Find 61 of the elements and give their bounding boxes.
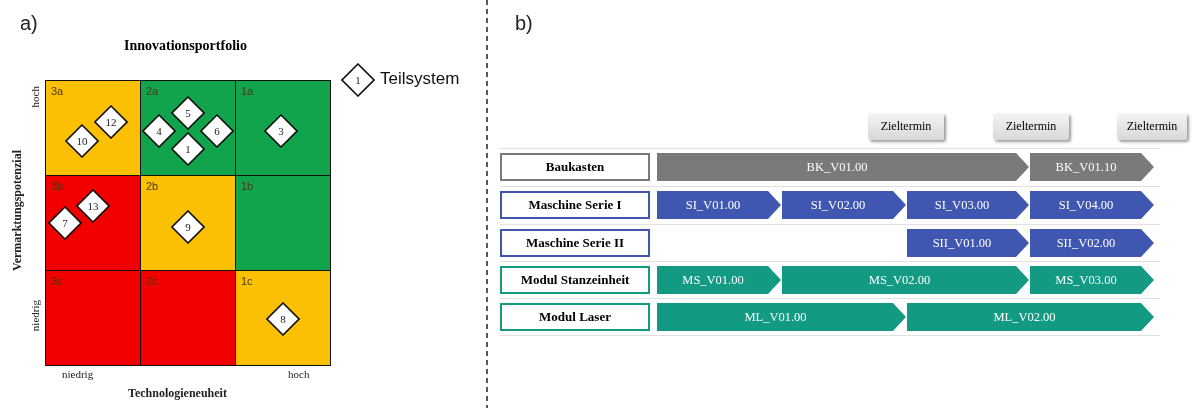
version-bar: BK_V01.10 [1030, 153, 1154, 181]
cell-code: 3b [51, 180, 64, 192]
panel-letter: b) [515, 12, 533, 35]
version-bar: SI_V04.00 [1030, 191, 1154, 219]
axis-label: niedrig [29, 300, 41, 332]
numbered-diamond: 1 [341, 63, 375, 97]
version-bar: SII_V01.00 [907, 229, 1029, 257]
version-bar: MS_V02.00 [782, 266, 1029, 294]
axis-label: Technologieneuheit [128, 386, 227, 401]
numbered-diamond: 13 [76, 189, 110, 223]
panel-letter: a) [20, 12, 38, 35]
numbered-diamond: 7 [48, 206, 82, 240]
version-bar: BK_V01.00 [657, 153, 1029, 181]
cell-code: 1a [241, 85, 254, 97]
version-bar: MS_V03.00 [1030, 266, 1154, 294]
numbered-diamond: 5 [171, 96, 205, 130]
numbered-diamond: 9 [171, 210, 205, 244]
portfolio-cell [235, 175, 331, 271]
numbered-diamond: 3 [264, 114, 298, 148]
milestone-tag: Zieltermin [1117, 113, 1187, 140]
numbered-diamond: 10 [65, 124, 99, 158]
portfolio-cell [235, 80, 331, 176]
cell-code: 1c [241, 275, 253, 287]
portfolio-cell [140, 270, 236, 366]
version-bar: SI_V03.00 [907, 191, 1029, 219]
row-label-box: Modul Laser [500, 303, 650, 331]
axis-label: Vermarktungspotenzial [10, 150, 25, 271]
cell-code: 2b [146, 180, 159, 192]
version-bar: SII_V02.00 [1030, 229, 1154, 257]
version-bar: SI_V01.00 [657, 191, 781, 219]
numbered-diamond: 1 [171, 132, 205, 166]
cell-code: 3c [51, 275, 63, 287]
portfolio-cell [235, 270, 331, 366]
portfolio-cell [140, 175, 236, 271]
version-bar: SI_V02.00 [782, 191, 906, 219]
portfolio-cell [45, 80, 141, 176]
cell-code: 2a [146, 85, 159, 97]
row-label-box: Maschine Serie II [500, 229, 650, 257]
row-label-box: Baukasten [500, 153, 650, 181]
milestone-tag: Zieltermin [993, 113, 1069, 140]
numbered-diamond: 6 [200, 114, 234, 148]
numbered-diamond: 12 [94, 105, 128, 139]
version-bar: ML_V01.00 [657, 303, 906, 331]
milestone-tag: Zieltermin [868, 113, 944, 140]
portfolio-cell [140, 80, 236, 176]
axis-label: hoch [29, 86, 41, 108]
axis-label: niedrig [62, 368, 94, 380]
portfolio-cell [45, 175, 141, 271]
numbered-diamond: 4 [142, 114, 176, 148]
version-bar: ML_V02.00 [907, 303, 1154, 331]
cell-code: 2c [146, 275, 158, 287]
cell-code: 1b [241, 180, 254, 192]
row-label-box: Maschine Serie I [500, 191, 650, 219]
version-bar: MS_V01.00 [657, 266, 781, 294]
cell-code: 3a [51, 85, 64, 97]
chart-title: Innovationsportfolio [124, 38, 247, 54]
row-label-box: Modul Stanzeinheit [500, 266, 650, 294]
node-caption: Teilsystem [380, 69, 460, 89]
portfolio-cell [45, 270, 141, 366]
numbered-diamond: 8 [266, 302, 300, 336]
axis-label: hoch [288, 368, 310, 380]
